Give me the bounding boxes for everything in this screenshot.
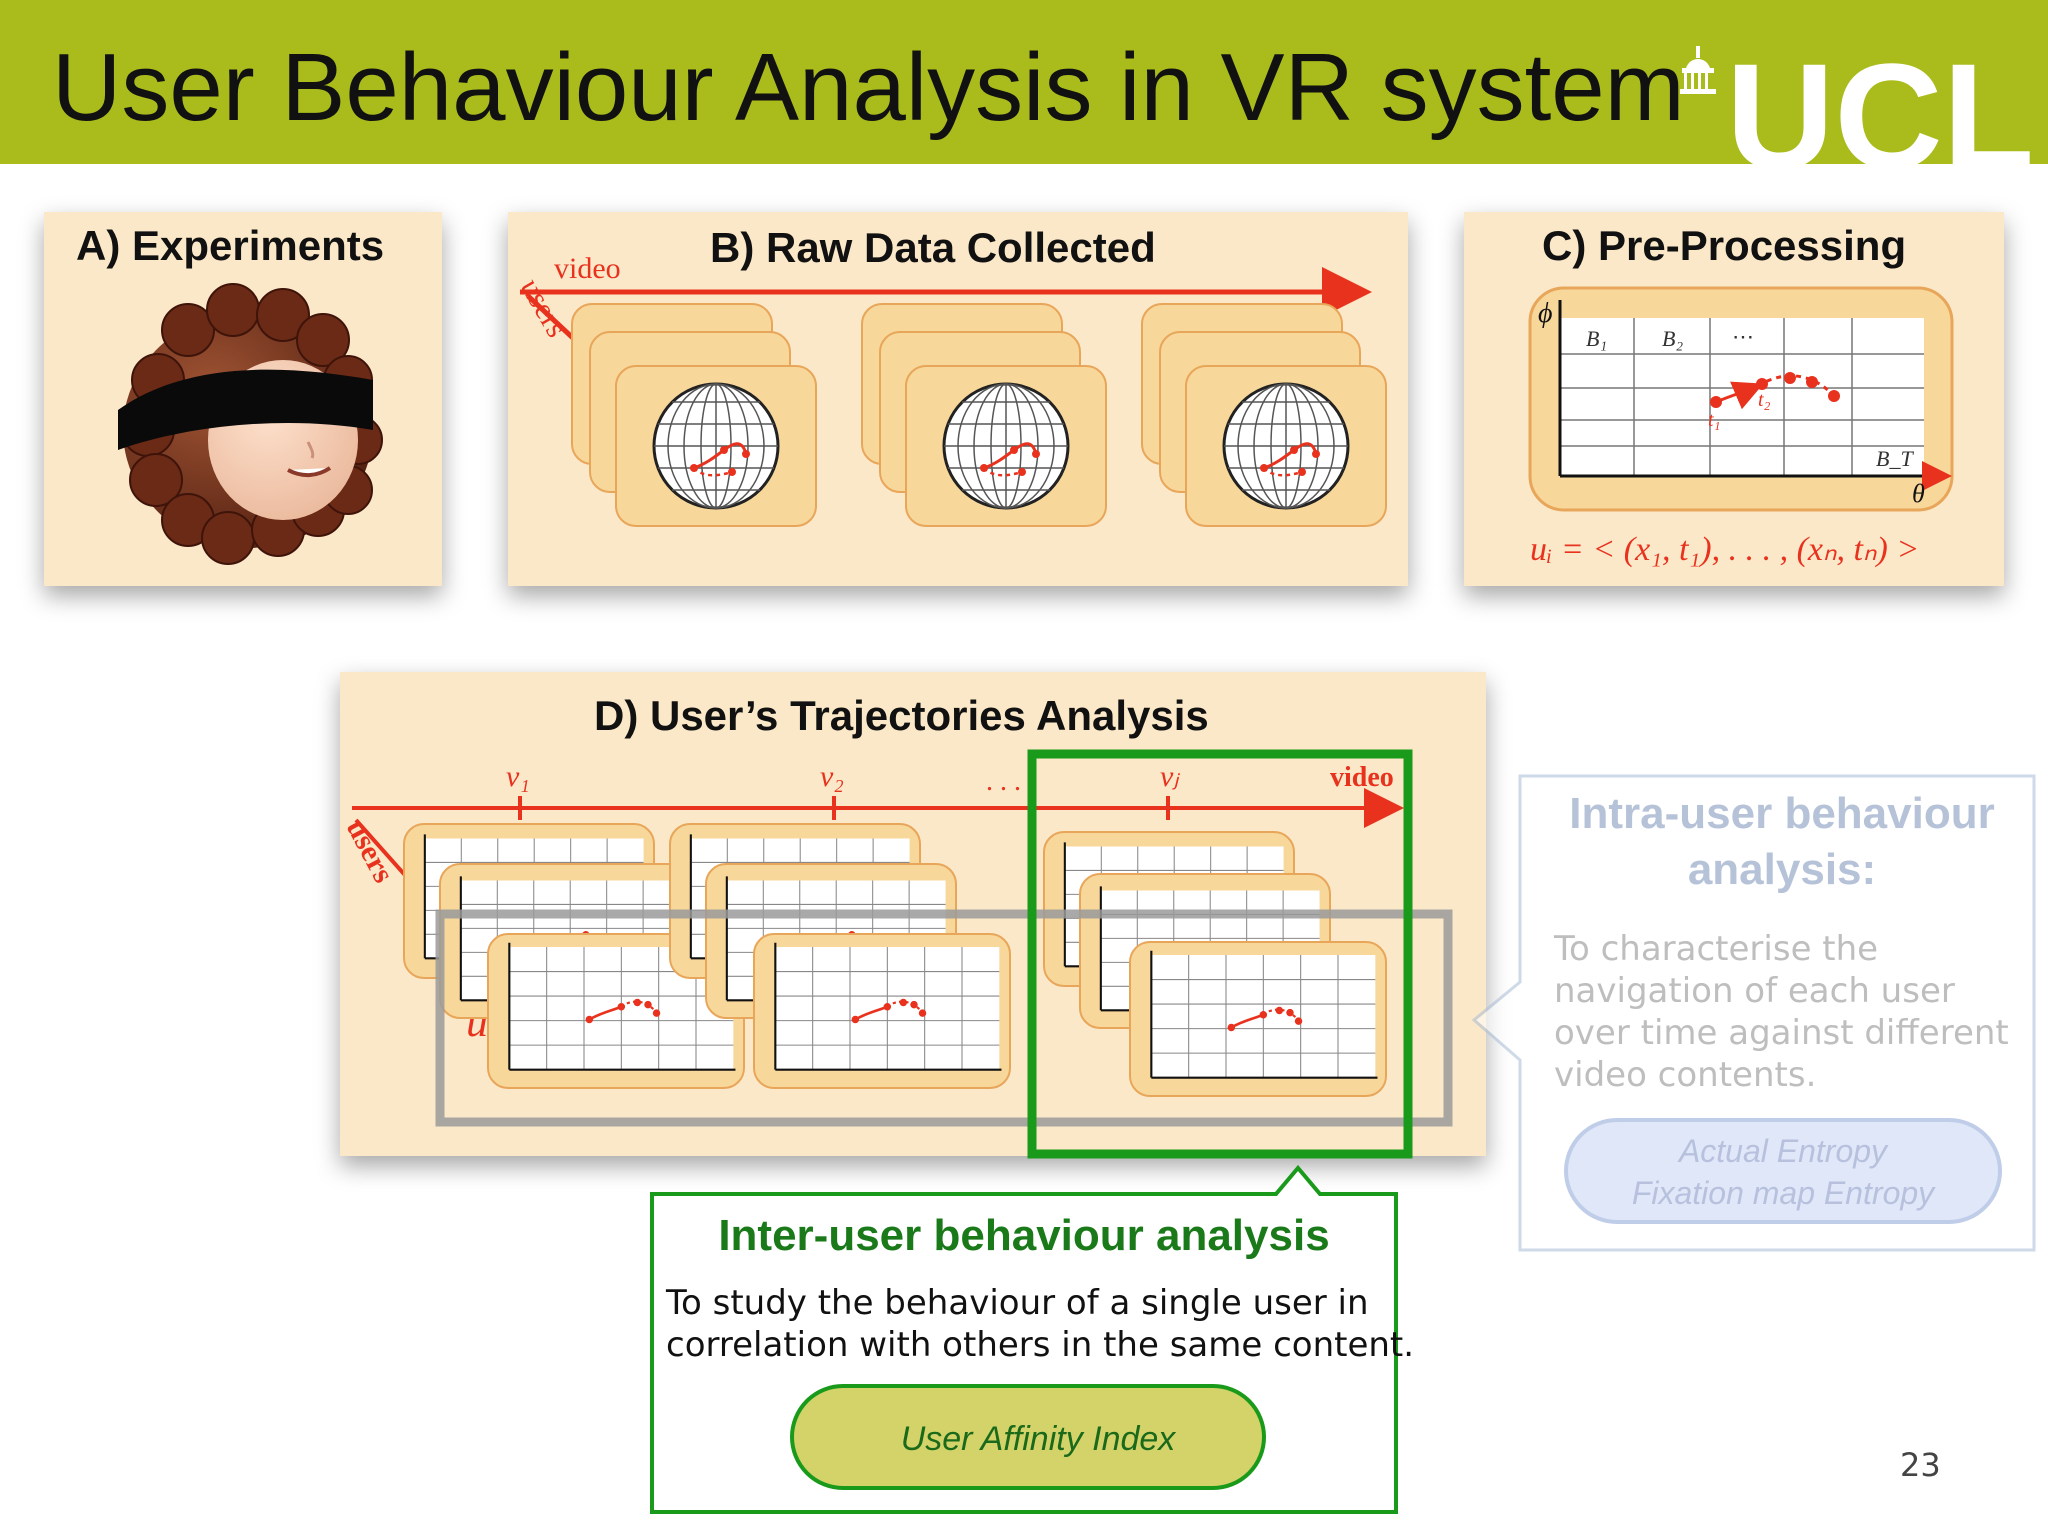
t2-label: t₂	[1758, 389, 1771, 411]
intra-body-line2: navigation of each user	[1554, 971, 1955, 1011]
intra-user-callout: Intra-user behaviour analysis: To charac…	[1471, 774, 2036, 1252]
video-stack-3	[1141, 303, 1387, 527]
panel-d-title: D) User’s Trajectories Analysis	[594, 692, 1209, 739]
intra-title-line1: Intra-user behaviour	[1569, 789, 1994, 838]
user-affinity-index-label: User Affinity Index	[901, 1420, 1177, 1458]
trajectory-grid-chart	[773, 941, 1003, 1072]
bin-b2-label: B₂	[1662, 326, 1683, 351]
bin-bt-label: B_T	[1876, 446, 1914, 471]
panel-preprocessing: C) Pre-Processing ϕ θ B₁ B₂ ⋯ B_T t₁ t₂ …	[1464, 212, 2004, 586]
user-cards-v1	[403, 823, 745, 1089]
trajectory-path	[1710, 372, 1840, 410]
intra-user-highlight	[435, 909, 1453, 1127]
panel-experiments: A) Experiments	[44, 212, 442, 586]
trajectory-grid-chart	[1149, 949, 1379, 1080]
panel-trajectories: D) User’s Trajectories Analysis v₁ v₂ . …	[340, 672, 1486, 1159]
intra-body-line1: To characterise the	[1553, 929, 1878, 969]
inter-user-highlight	[1027, 749, 1413, 1159]
axis-video-label: video	[554, 252, 621, 285]
theta-label: θ	[1912, 479, 1925, 508]
video-stack-1	[571, 303, 817, 527]
inter-title: Inter-user behaviour analysis	[718, 1211, 1329, 1260]
globe-icon	[1222, 382, 1350, 510]
inter-user-callout: Inter-user behaviour analysis To study t…	[650, 1164, 1414, 1514]
bin-b1-label: B₁	[1586, 326, 1607, 351]
intra-body-line3: over time against different	[1554, 1013, 2009, 1053]
entropy-button[interactable]: Actual Entropy Fixation map Entropy	[1564, 1118, 2002, 1224]
panel-a-title: A) Experiments	[76, 222, 384, 269]
header: User Behaviour Analysis in VR system UCL	[0, 0, 2048, 200]
inter-body-line1: To study the behaviour of a single user …	[665, 1283, 1369, 1323]
portico-icon	[1680, 46, 1716, 94]
user-affinity-index-button[interactable]: User Affinity Index	[790, 1384, 1266, 1490]
phi-label: ϕ	[1538, 298, 1553, 329]
globe-icon	[942, 382, 1070, 510]
panel-c-title: C) Pre-Processing	[1542, 222, 1906, 269]
vdots-label: . . .	[986, 766, 1021, 797]
user-cards-v2	[669, 823, 1011, 1089]
intra-body-line4: video contents.	[1554, 1055, 1816, 1095]
axis-video-label-d: video	[1330, 762, 1394, 793]
panel-raw-data: B) Raw Data Collected video users	[508, 212, 1408, 586]
slide-title: User Behaviour Analysis in VR system	[52, 34, 1685, 141]
ucl-logo-text: UCL	[1726, 32, 2034, 200]
inter-body-line2: correlation with others in the same cont…	[666, 1325, 1414, 1365]
v1-label: v₁	[506, 760, 530, 793]
panel-b-title: B) Raw Data Collected	[710, 224, 1156, 271]
t1-label: t₁	[1708, 409, 1721, 431]
video-stack-2	[861, 303, 1107, 527]
ucl-logo: UCL	[1680, 32, 2034, 200]
bin-dots-label: ⋯	[1732, 324, 1754, 349]
vr-avatar-image	[118, 283, 383, 565]
vj-label: vⱼ	[1160, 760, 1180, 793]
intra-title-line2: analysis:	[1688, 845, 1876, 894]
entropy-button-line2: Fixation map Entropy	[1632, 1175, 1936, 1211]
entropy-button-line1: Actual Entropy	[1677, 1133, 1889, 1169]
globe-icon	[652, 382, 780, 510]
v2-label: v₂	[820, 760, 844, 793]
page-number: 23	[1900, 1446, 1941, 1484]
trajectory-formula: uᵢ = < (x₁, t₁), . . . , (xₙ, tₙ) >	[1530, 531, 1919, 568]
